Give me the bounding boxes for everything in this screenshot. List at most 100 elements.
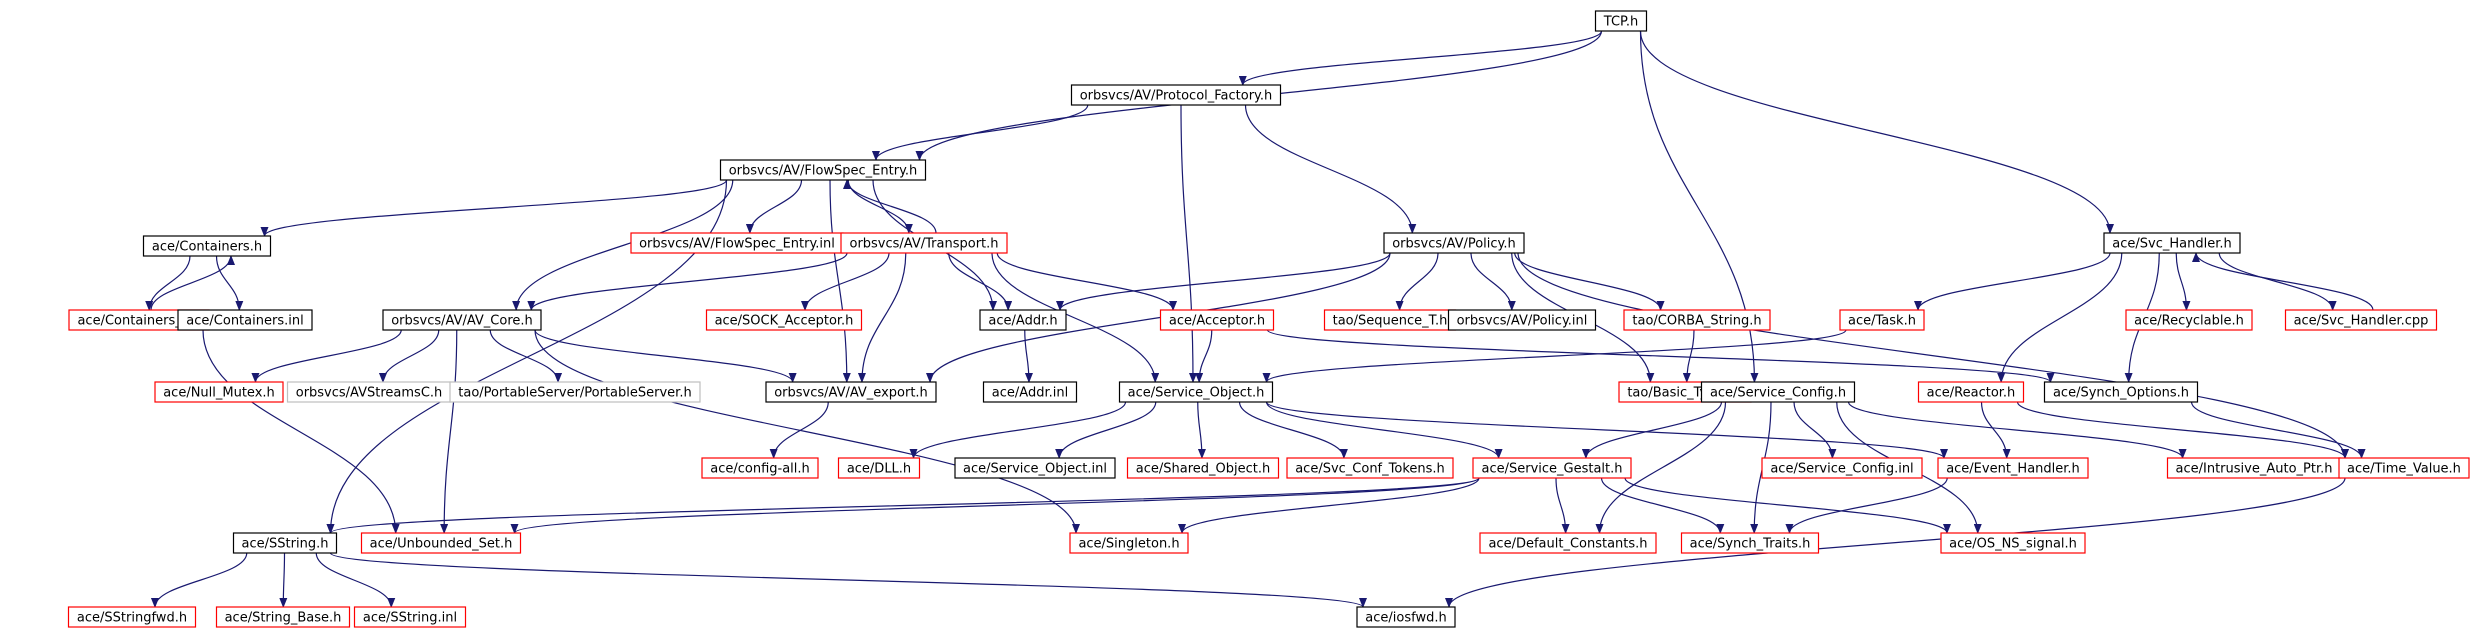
node-synch_options[interactable]: ace/Synch_Options.h	[2043, 381, 2199, 403]
node-corba_string[interactable]: tao/CORBA_String.h	[1623, 309, 1771, 331]
node-addr[interactable]: ace/Addr.h	[979, 309, 1067, 331]
node-time_value[interactable]: ace/Time_Value.h	[2338, 457, 2470, 479]
node-label: ace/Default_Constants.h	[1488, 537, 1647, 552]
node-box	[1761, 457, 1923, 479]
node-sock_acceptor[interactable]: ace/SOCK_Acceptor.h	[705, 309, 863, 331]
node-box	[765, 381, 937, 403]
node-box	[177, 309, 313, 331]
node-shared_object[interactable]: ace/Shared_Object.h	[1126, 457, 1280, 479]
node-label: orbsvcs/AV/Transport.h	[849, 237, 998, 252]
edge-av_core-to-unbounded_set	[440, 329, 458, 534]
nodes-layer: TCP.h orbsvcs/AV/Protocol_Factory.horbsvc…	[67, 10, 2470, 628]
node-policy[interactable]: orbsvcs/AV/Policy.h	[1383, 232, 1525, 254]
node-service_gestalt[interactable]: ace/Service_Gestalt.h	[1472, 457, 1632, 479]
node-sequence_t[interactable]: tao/Sequence_T.h	[1323, 309, 1457, 331]
edge-sstring-to-sstring_inl	[315, 552, 396, 608]
node-svc_handler_cpp[interactable]: ace/Svc_Handler.cpp	[2284, 309, 2438, 331]
node-synch_traits[interactable]: ace/Synch_Traits.h	[1680, 532, 1820, 554]
edge-service_config-to-service_gestalt	[1581, 401, 1723, 459]
node-av_export[interactable]: orbsvcs/AV/AV_export.h	[765, 381, 937, 403]
node-label: ace/Intrusive_Auto_Ptr.h	[2176, 462, 2333, 477]
node-label: ace/Service_Gestalt.h	[1481, 462, 1622, 477]
edge-acceptor-to-synch_options	[1266, 329, 2055, 383]
node-av_core[interactable]: orbsvcs/AV/AV_Core.h	[382, 309, 542, 331]
node-box	[142, 235, 272, 257]
node-label: ace/config-all.h	[710, 462, 810, 477]
node-os_ns_signal[interactable]: ace/OS_NS_signal.h	[1940, 532, 2086, 554]
node-svc_handler[interactable]: ace/Svc_Handler.h	[2103, 232, 2241, 254]
edge-reactor-to-time_value	[2016, 401, 2349, 459]
node-avstreamsc[interactable]: orbsvcs/AVStreamsC.h	[286, 381, 452, 403]
node-containers_inl[interactable]: ace/Containers.inl	[177, 309, 313, 331]
edge-policy-to-corba_string	[1514, 252, 1665, 311]
node-label: ace/SStringfwd.h	[77, 611, 187, 626]
node-box	[837, 457, 921, 479]
node-label: tao/Sequence_T.h	[1333, 314, 1448, 329]
node-null_mutex[interactable]: ace/Null_Mutex.h	[154, 381, 284, 403]
node-service_object[interactable]: ace/Service_Object.h	[1118, 381, 1274, 403]
node-label: ace/Reactor.h	[1927, 386, 2016, 401]
node-unbounded_set[interactable]: ace/Unbounded_Set.h	[360, 532, 522, 554]
node-label: tao/CORBA_String.h	[1632, 314, 1761, 329]
node-intrusive_auto_ptr[interactable]: ace/Intrusive_Auto_Ptr.h	[2166, 457, 2342, 479]
node-service_object_inl[interactable]: ace/Service_Object.inl	[954, 457, 1116, 479]
node-sstring[interactable]: ace/SString.h	[232, 532, 338, 554]
edge-service_gestalt-to-synch_traits	[1600, 477, 1725, 534]
node-box	[360, 532, 522, 554]
edge-av_core-to-portableserver	[489, 329, 563, 383]
node-box	[215, 606, 351, 628]
node-sstringfwd[interactable]: ace/SStringfwd.h	[67, 606, 197, 628]
node-label: TCP.h	[1603, 15, 1638, 30]
node-service_config[interactable]: ace/Service_Config.h	[1700, 381, 1856, 403]
node-label: ace/Service_Object.h	[1128, 386, 1265, 401]
node-box	[705, 309, 863, 331]
edge-service_gestalt-to-unbounded_set	[510, 477, 1480, 534]
node-event_handler[interactable]: ace/Event_Handler.h	[1937, 457, 2089, 479]
edge-sstring-to-string_base	[279, 552, 288, 608]
edge-transport-to-addr	[948, 252, 1013, 311]
node-protocol_factory[interactable]: orbsvcs/AV/Protocol_Factory.h	[1070, 84, 1282, 106]
node-dll[interactable]: ace/DLL.h	[837, 457, 921, 479]
edge-transport-to-av_export	[857, 252, 907, 383]
node-box	[2338, 457, 2470, 479]
edge-protocol_factory-to-policy	[1244, 104, 1417, 234]
node-containers_t[interactable]: ace/Containers_T.h	[68, 309, 210, 331]
edge-service_object-to-svc_conf_tokens	[1238, 401, 1348, 459]
node-service_config_inl[interactable]: ace/Service_Config.inl	[1761, 457, 1923, 479]
node-sstring_inl[interactable]: ace/SString.inl	[353, 606, 467, 628]
node-addr_inl[interactable]: ace/Addr.inl	[982, 381, 1078, 403]
edge-sstring-to-sstringfwd	[150, 552, 248, 608]
node-label: ace/Containers_T.h	[77, 314, 200, 329]
node-recyclable[interactable]: ace/Recyclable.h	[2125, 309, 2253, 331]
node-config_all[interactable]: ace/config-all.h	[701, 457, 819, 479]
node-box	[840, 232, 1008, 254]
node-singleton[interactable]: ace/Singleton.h	[1069, 532, 1189, 554]
edge-corba_string-to-basic_types	[1682, 329, 1695, 383]
edge-service_object-to-event_handler	[1265, 401, 1948, 459]
edge-flowspec-to-av_core	[512, 179, 734, 311]
edge-av_core-to-avstreamsc	[378, 329, 440, 383]
edge-tcp-to-svc_handler	[1639, 30, 2114, 234]
edge-policy-to-time_value	[1517, 252, 2349, 459]
node-flowspec_inl[interactable]: orbsvcs/AV/FlowSpec_Entry.inl	[630, 232, 844, 254]
edge-containers_t-to-unbounded_set	[202, 329, 400, 534]
node-policy_inl[interactable]: orbsvcs/AV/Policy.inl	[1447, 309, 1597, 331]
node-iosfwd[interactable]: ace/iosfwd.h	[1356, 606, 1456, 628]
edge-containers-to-containers_t	[145, 255, 191, 311]
node-reactor[interactable]: ace/Reactor.h	[1917, 381, 2025, 403]
edge-flowspec-to-containers	[260, 179, 728, 237]
node-containers[interactable]: ace/Containers.h	[142, 235, 272, 257]
node-transport[interactable]: orbsvcs/AV/Transport.h	[840, 232, 1008, 254]
node-portableserver[interactable]: tao/PortableServer/PortableServer.h	[449, 381, 701, 403]
node-label: ace/iosfwd.h	[1365, 611, 1446, 626]
node-label: ace/Service_Config.inl	[1770, 462, 1913, 477]
node-box	[2103, 232, 2241, 254]
node-string_base[interactable]: ace/String_Base.h	[215, 606, 351, 628]
node-acceptor[interactable]: ace/Acceptor.h	[1159, 309, 1275, 331]
node-task[interactable]: ace/Task.h	[1839, 309, 1925, 331]
node-default_constants[interactable]: ace/Default_Constants.h	[1479, 532, 1657, 554]
node-svc_conf_tokens[interactable]: ace/Svc_Conf_Tokens.h	[1286, 457, 1454, 479]
node-flowspec[interactable]: orbsvcs/AV/FlowSpec_Entry.h	[719, 159, 927, 181]
node-tcp: TCP.h	[1594, 10, 1648, 32]
node-label: ace/Acceptor.h	[1169, 314, 1265, 329]
